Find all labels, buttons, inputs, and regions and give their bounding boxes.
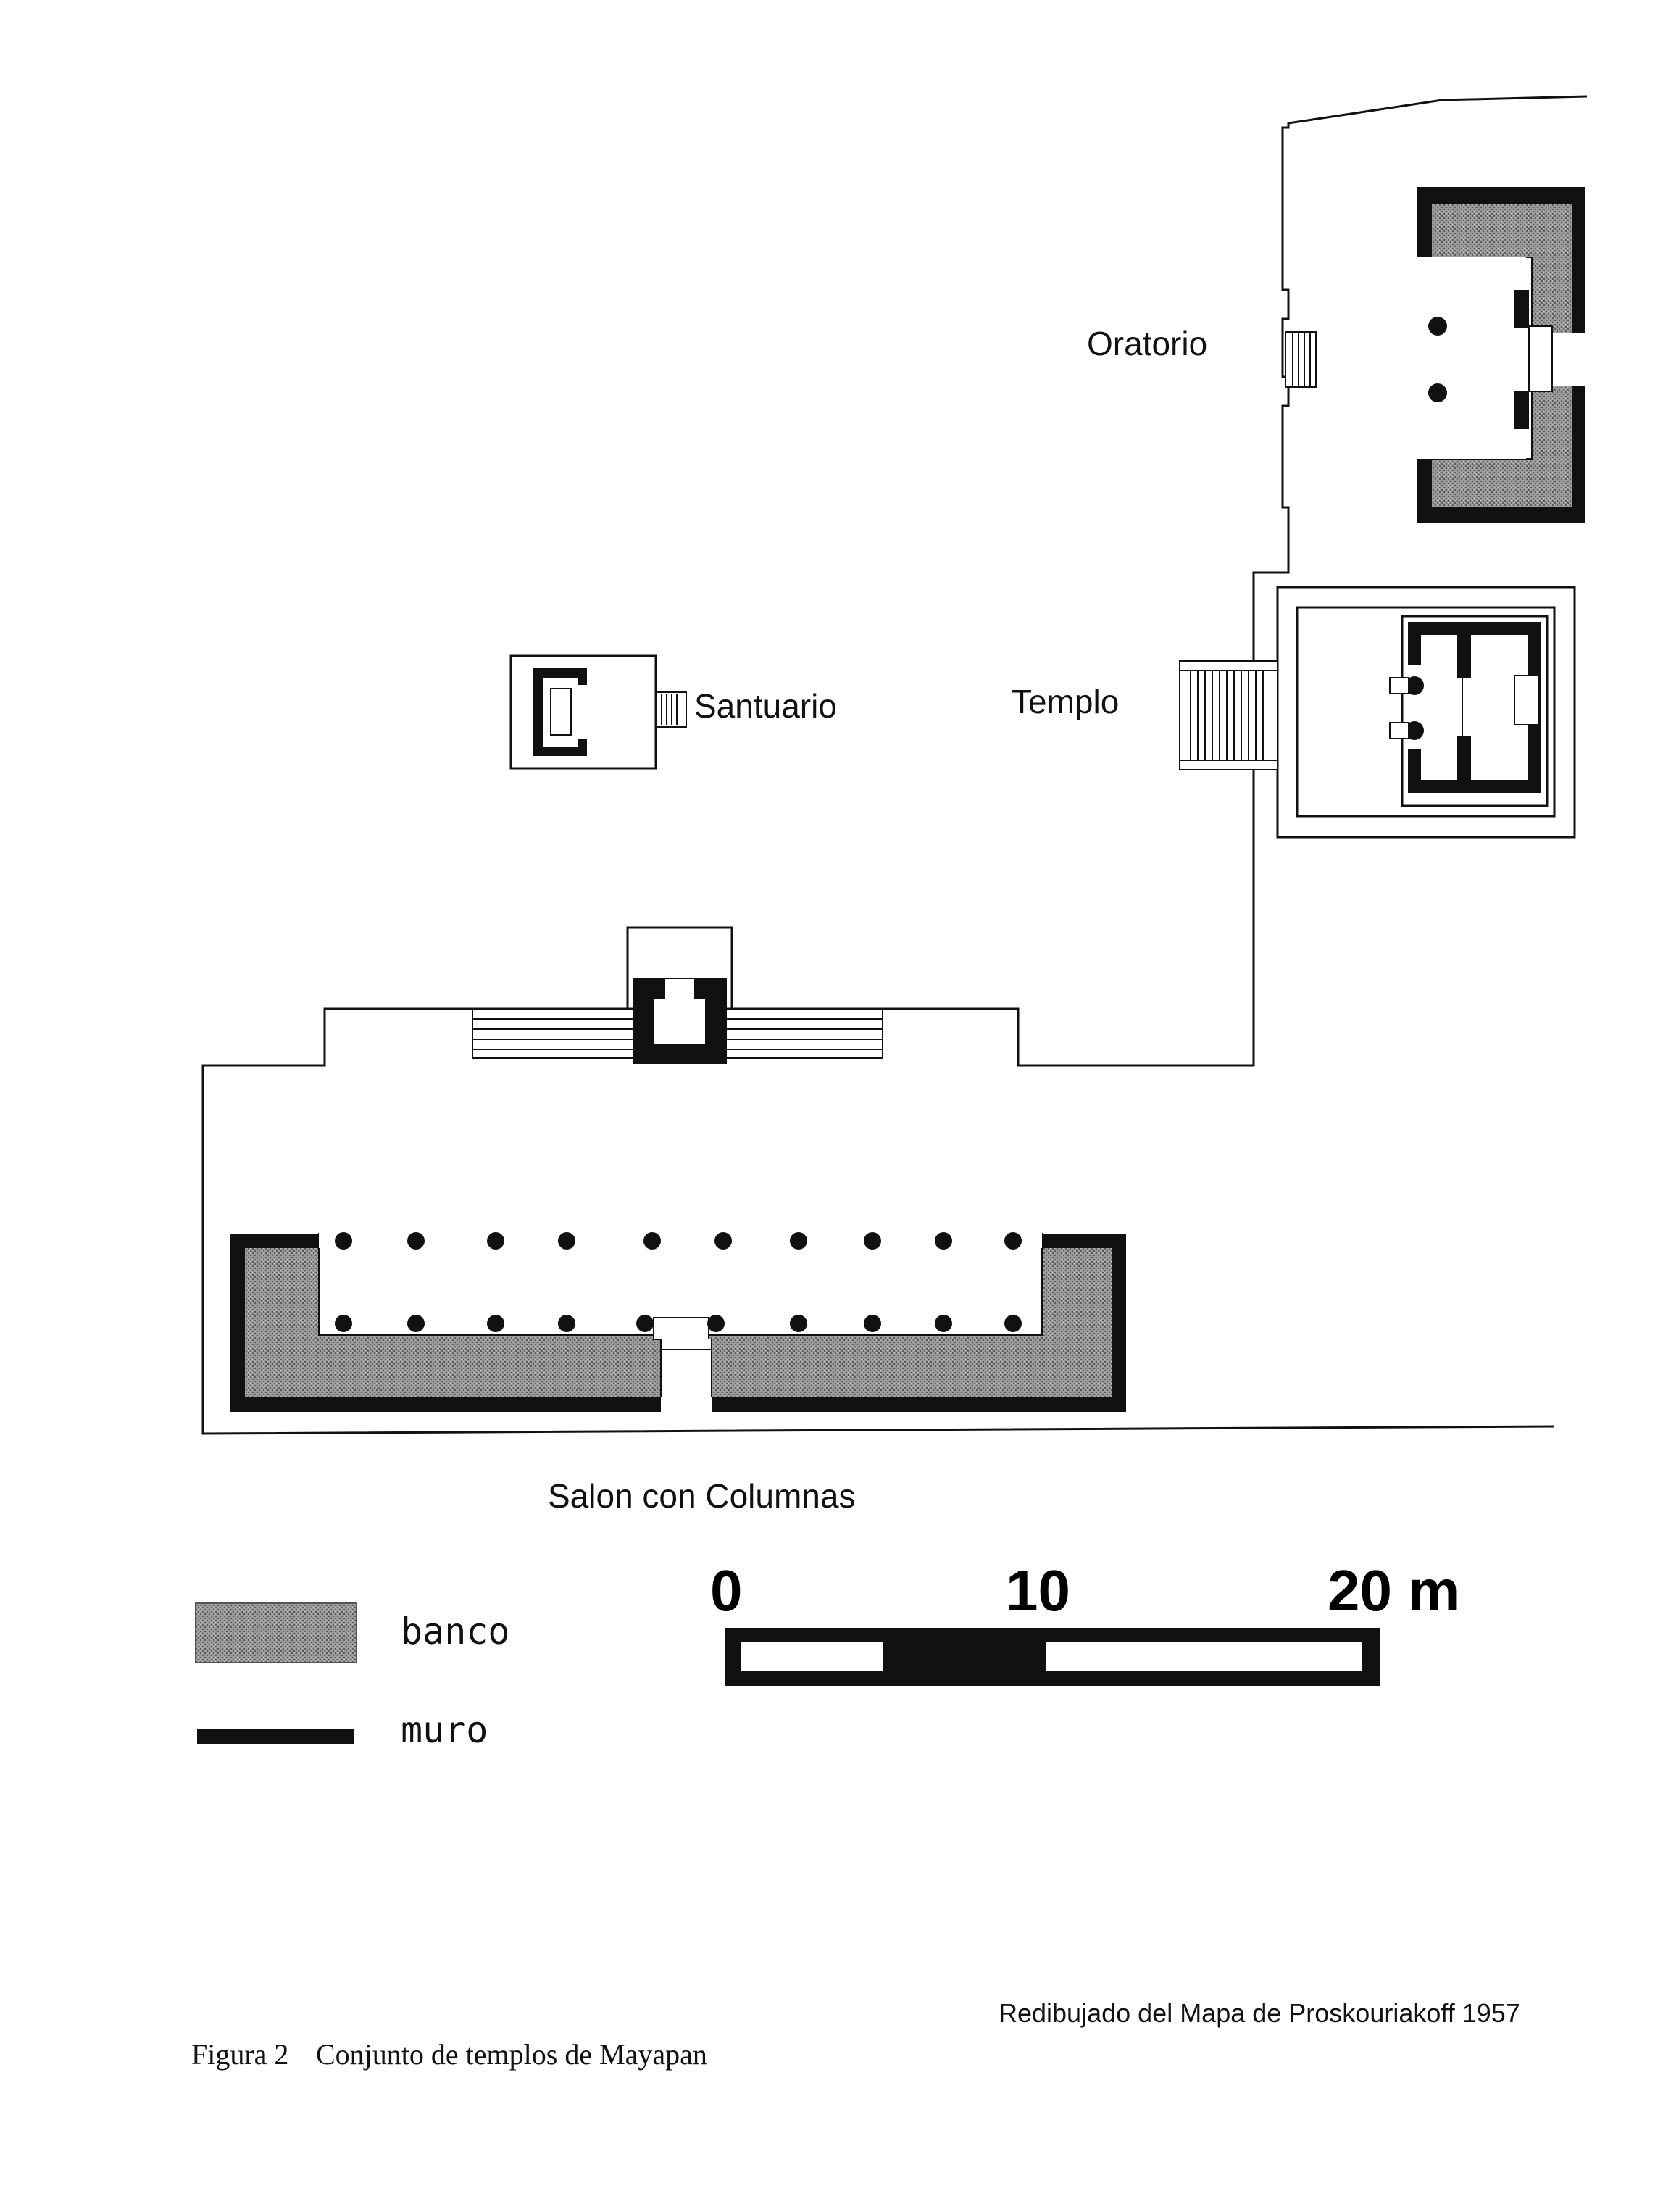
templo-divider [1457,736,1471,780]
legend-label-banco: banco [401,1610,510,1652]
templo-stair [1179,660,1278,770]
legend-label-muro: muro [401,1709,488,1751]
templo-column [1405,721,1424,740]
santuario-inner [550,688,572,736]
credit-text: Redibujado del Mapa de Proskouriakoff 19… [999,1998,1520,2028]
salon-altar [653,1317,709,1340]
templo-divider [1457,635,1471,678]
templo-altar [1514,675,1540,725]
caption-figure: Figura 2 [191,2038,288,2071]
scale-tick-20: 20 m [1328,1558,1459,1623]
oratorio-structure [1285,187,1587,523]
oratorio-wall-stub [1514,391,1529,429]
oratorio-stair [1285,331,1317,388]
stair-shrine-wall [633,978,727,1064]
salon-columns-front [335,1232,1022,1250]
legend: banco muro [195,1602,510,1751]
legend-swatch-muro [197,1729,354,1744]
salon-structure [230,1232,1126,1412]
label-oratorio: Oratorio [1087,325,1207,362]
caption-title: Conjunto de templos de Mayapan [316,2038,707,2071]
templo-wall [1408,749,1421,793]
oratorio-wall-stub [1514,290,1529,328]
label-santuario: Santuario [694,687,837,725]
stair-shrine [472,926,883,1064]
santuario-stair [655,691,687,728]
salon-columns-back [335,1315,1022,1332]
scale-tick-10: 10 [1006,1558,1070,1623]
templo-wall [1408,622,1421,665]
legend-swatch-banco [195,1602,357,1663]
scale-tick-0: 0 [710,1558,743,1623]
templo-wall [1408,780,1541,793]
scale-bar-segment-white [1046,1642,1362,1671]
santuario-wall [533,668,587,756]
scale-bar-segment-white [741,1642,883,1671]
oratorio-column [1428,317,1447,336]
label-templo: Templo [1012,683,1119,720]
label-salon: Salon con Columnas [548,1477,855,1515]
scale-bar: 0 10 20 m [710,1558,1459,1686]
templo-wall [1408,622,1541,635]
oratorio-column [1428,383,1447,402]
templo-structure [1179,586,1576,839]
santuario-structure [509,654,687,770]
templo-column [1405,676,1424,695]
